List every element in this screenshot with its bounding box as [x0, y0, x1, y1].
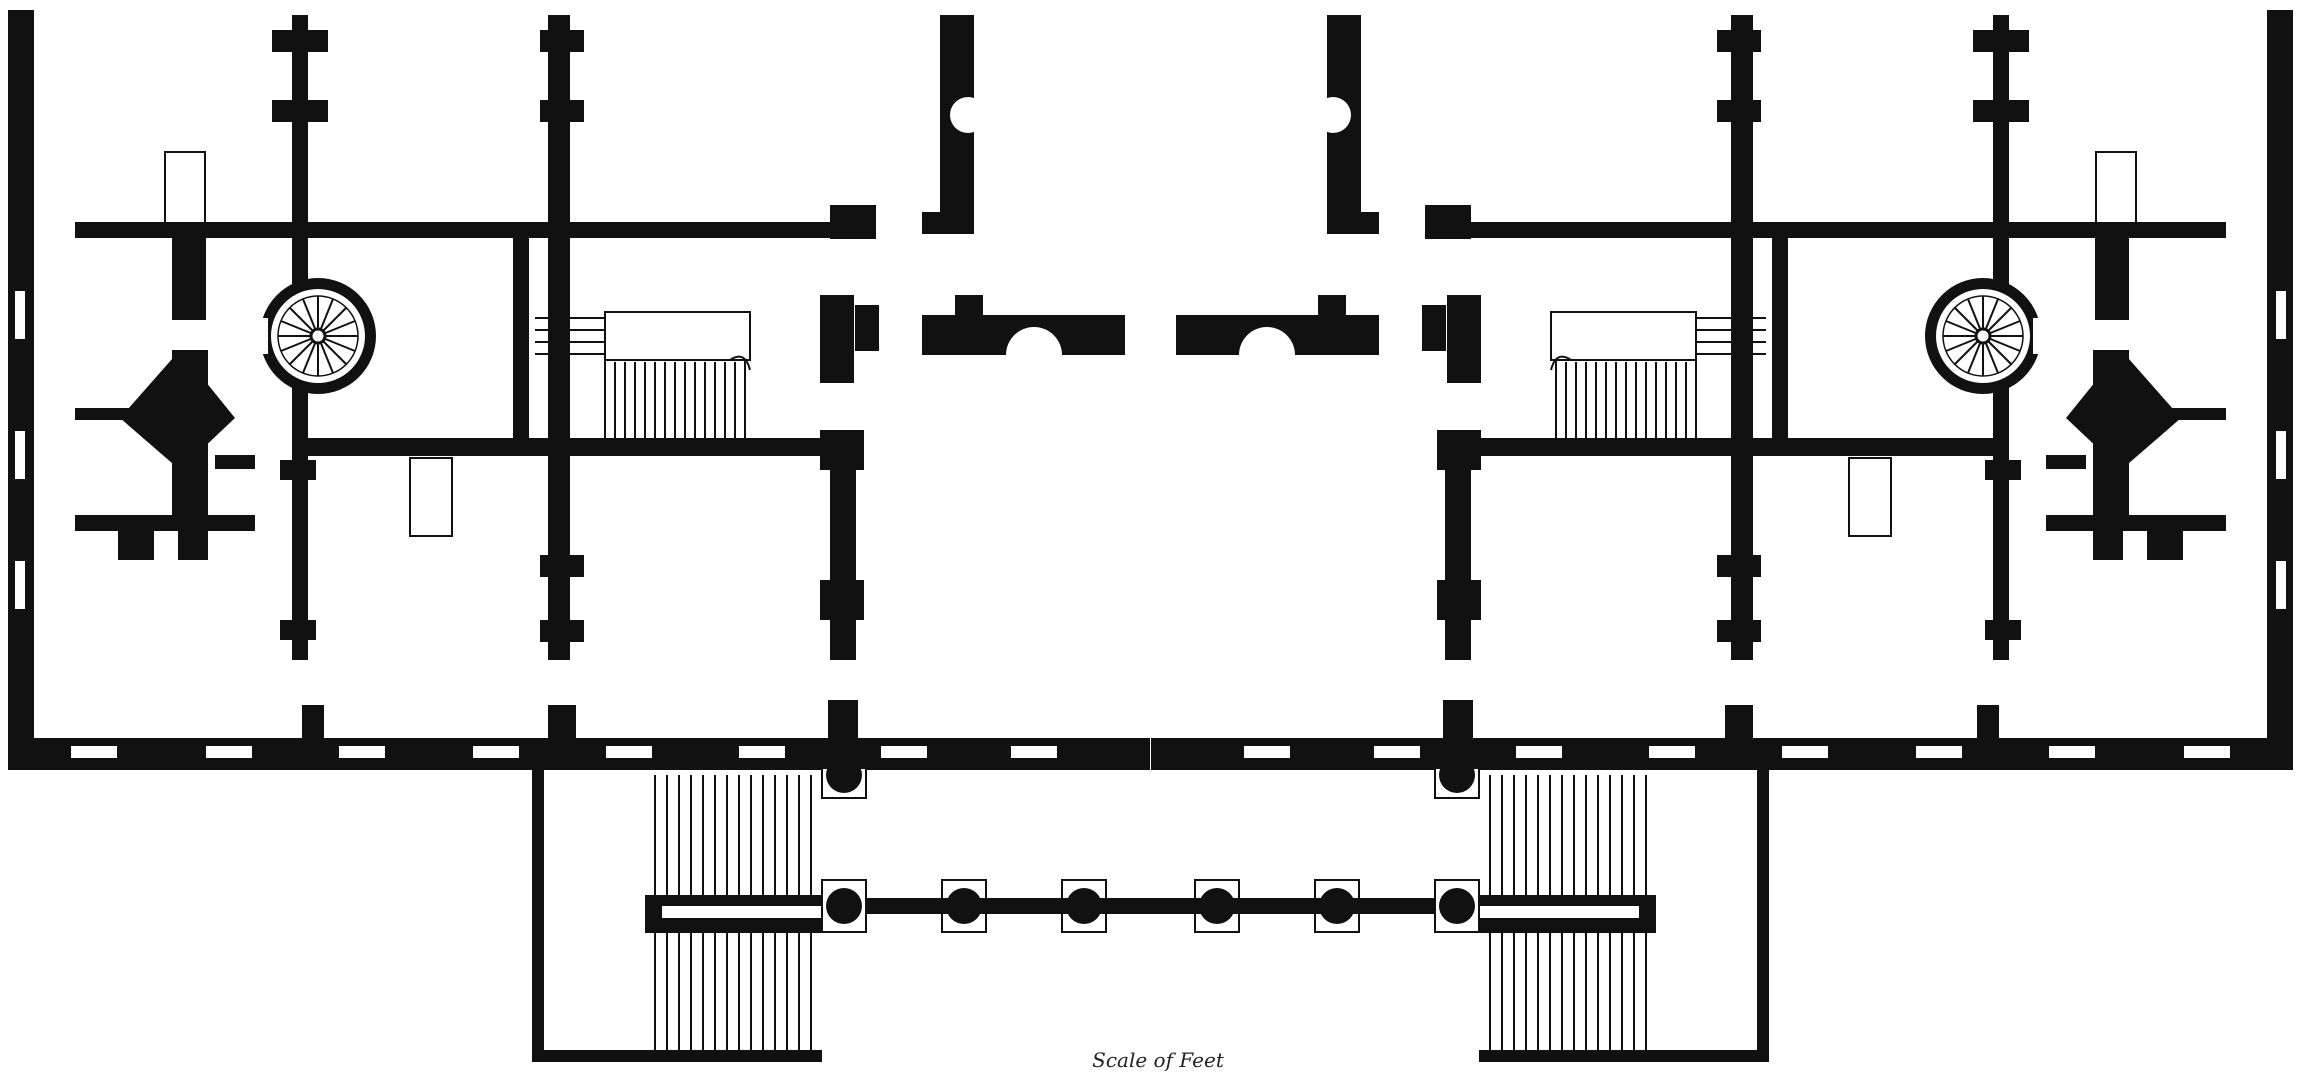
wall-stub-a	[172, 230, 206, 320]
pier-with-niche	[922, 315, 1125, 355]
stair-flight-icon	[535, 311, 751, 441]
front-windows	[69, 744, 1059, 760]
wall-angled	[120, 350, 235, 470]
wall-stub-d	[215, 455, 255, 469]
portico-stair-flights	[654, 775, 812, 1050]
plan-right-half	[1145, 8, 2295, 1064]
wall-v2	[548, 15, 570, 660]
scale-caption: Scale of Feet	[1092, 1048, 1224, 1072]
wall-lugs	[272, 30, 876, 745]
central-hall-piers	[820, 15, 1125, 383]
portico-wall-base	[532, 1050, 822, 1062]
plan-left-half	[8, 10, 1154, 1062]
partition-upper	[75, 222, 875, 238]
side-windows	[13, 289, 27, 611]
wall-stub-e	[118, 520, 154, 560]
portico-rail	[866, 898, 1154, 914]
outer-wall-left	[8, 10, 34, 770]
spiral-stair-icon	[252, 278, 376, 394]
chimney-upper	[164, 151, 206, 225]
chimney-lower	[409, 457, 453, 537]
wall-stub-c	[75, 408, 135, 420]
portico-pedestal-slot	[662, 906, 822, 918]
partition-middle	[300, 438, 860, 456]
partition-lower	[75, 515, 255, 531]
wall-stub-f	[178, 520, 208, 560]
outer-wall-front	[8, 738, 1150, 770]
wall-v3	[513, 222, 529, 442]
portico-wall-side	[532, 770, 544, 1062]
